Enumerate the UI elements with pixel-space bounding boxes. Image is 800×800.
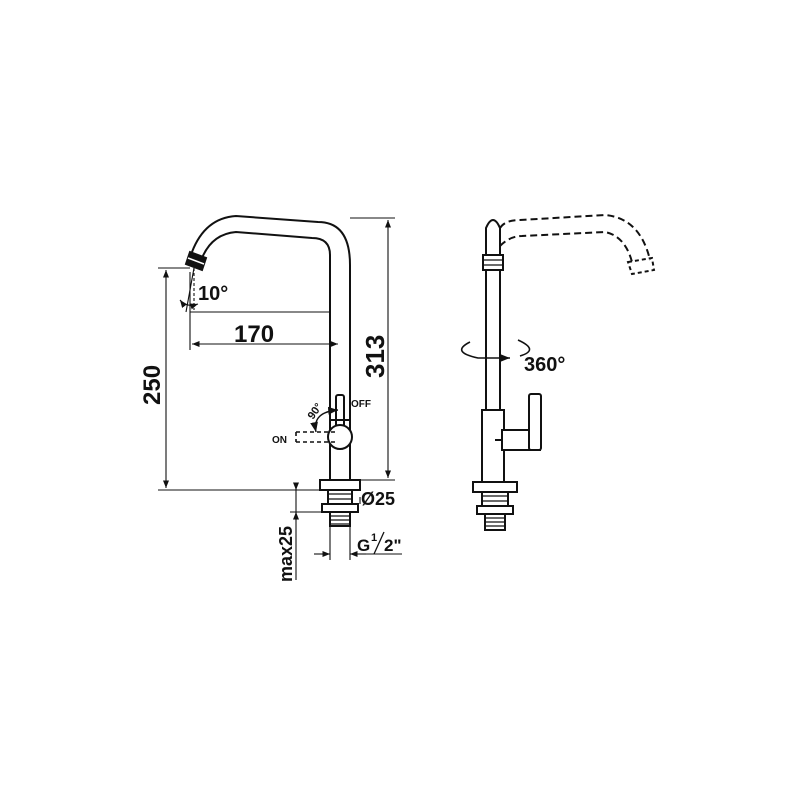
handle-on-label: ON [272, 435, 287, 446]
side-valve-housing [481, 409, 505, 483]
deck-thickness-label: max25 [276, 526, 296, 582]
swivel-arc-right [517, 339, 531, 357]
handle-angle-label: 90° [306, 401, 325, 422]
spout-reach-label: 170 [234, 321, 274, 348]
total-height-label: 313 [360, 335, 390, 378]
thread-prefix: G [357, 536, 370, 555]
front-spout-outer [191, 214, 351, 266]
front-spout-inner [201, 230, 331, 259]
front-base-plate [319, 479, 361, 491]
front-dimension-lines [158, 217, 402, 580]
thread-denominator: 2" [384, 536, 402, 555]
spout-tilt-arc [179, 299, 199, 310]
front-base-gasket [327, 489, 353, 505]
side-aerator-ring [482, 254, 504, 271]
spout-tilt-label: 10° [198, 283, 228, 305]
handle-off-label: OFF [351, 399, 371, 410]
height-to-spout-label: 250 [139, 365, 166, 405]
swivel-arc-left [460, 341, 510, 363]
front-handle-angle-arc [310, 406, 339, 433]
side-handle-lever [528, 393, 542, 451]
side-base-plate [472, 481, 518, 493]
side-base-gasket [481, 491, 509, 507]
side-view [472, 213, 656, 531]
front-handle-on-position [295, 431, 336, 443]
side-swivel-aerator [626, 256, 656, 276]
side-swivel-spout-outer [499, 213, 651, 261]
side-swivel-spout-inner [499, 230, 633, 263]
front-view [184, 214, 361, 527]
thread-size-label: G 1 2" [357, 531, 402, 555]
front-lock-nut [321, 503, 359, 513]
side-body-top [485, 219, 501, 255]
swivel-rotation-arrow [460, 339, 531, 363]
side-lock-nut [476, 505, 514, 515]
base-diameter-label: Ø25 [361, 489, 395, 509]
thread-numerator: 1 [371, 532, 377, 544]
swivel-angle-label: 360° [524, 354, 565, 376]
front-valve-knob [327, 424, 353, 450]
